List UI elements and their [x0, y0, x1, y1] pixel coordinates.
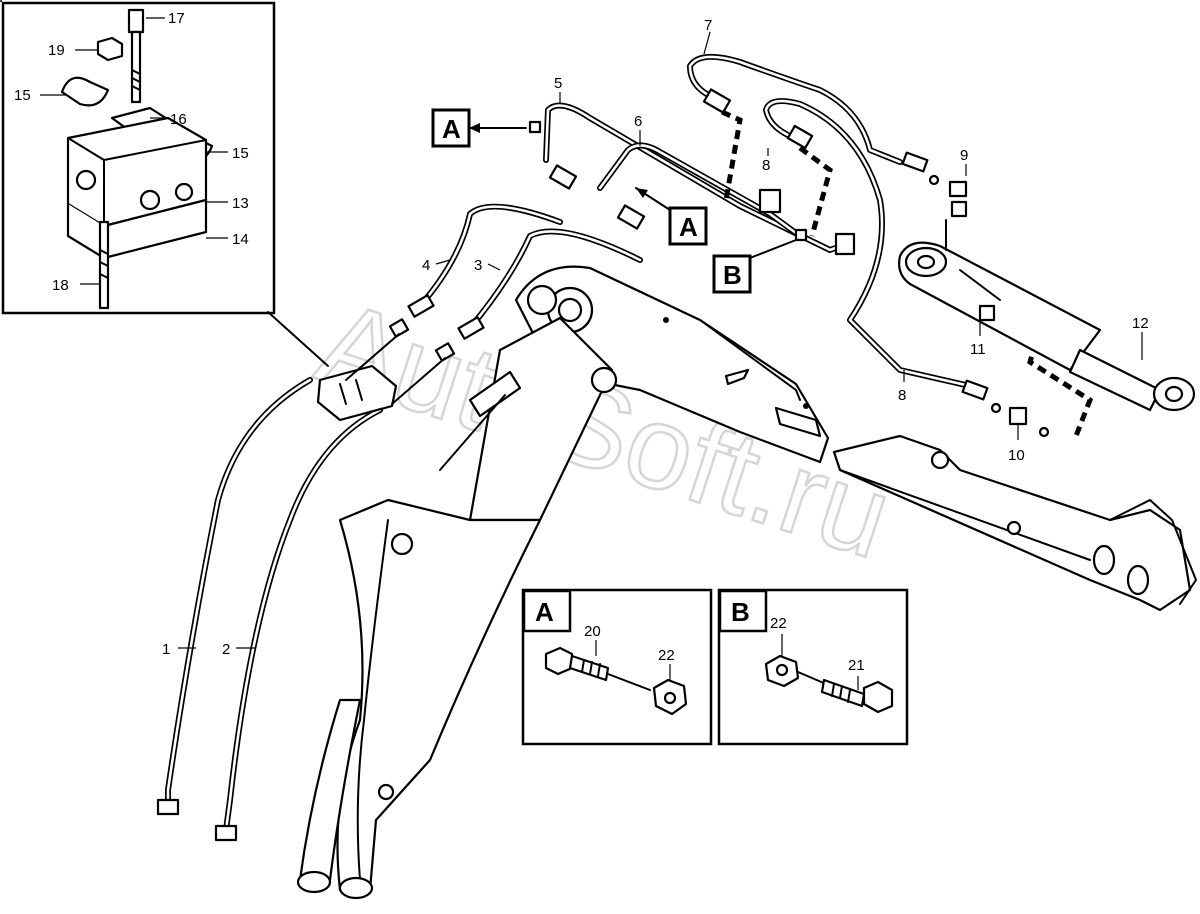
callout-16: 16	[170, 111, 187, 128]
callout-13: 13	[232, 195, 249, 212]
callout-11: 11	[970, 341, 986, 358]
hoses-1-2	[0, 0, 398, 842]
callout-22-a: 22	[658, 647, 675, 664]
callout-4: 4	[422, 257, 430, 274]
bolt-17-head	[127, 8, 145, 34]
callout-9: 9	[960, 147, 968, 164]
hose-clamp-on-boom	[316, 364, 398, 422]
callout-17: 17	[168, 10, 185, 27]
hoses-3-4	[345, 203, 643, 405]
callout-15-left: 15	[14, 87, 31, 104]
callout-5: 5	[554, 75, 562, 92]
cylinder-11-body	[898, 241, 1102, 372]
callout-14: 14	[232, 231, 249, 248]
boom-upper-section	[514, 265, 830, 464]
detail-panel-b: B 22 21	[717, 588, 909, 746]
boom-lower-arm	[336, 498, 542, 892]
bolt-20-icon	[544, 646, 574, 676]
svg-text:B: B	[723, 260, 742, 290]
callout-1: 1	[162, 641, 170, 658]
callout-7: 7	[704, 17, 712, 34]
bolt-17-shank	[130, 30, 142, 104]
clamp-inset: 17 19 15 16 15 13 14 18	[1, 1, 276, 315]
callout-10: 10	[1008, 447, 1025, 464]
main-callouts: 1 2 3 4 5 6 7 8 8 9 10 11 12	[162, 17, 1149, 658]
callout-6: 6	[634, 113, 642, 130]
detail-ref-a-2	[668, 206, 708, 246]
cylinder-12-rod	[1068, 348, 1162, 412]
frame-bar	[832, 434, 1197, 612]
cylinder-assembly	[898, 174, 1196, 438]
callout-18: 18	[52, 277, 69, 294]
svg-text:A: A	[679, 212, 698, 242]
detail-ref-b-1	[712, 254, 752, 294]
panel-b-label: B	[731, 597, 750, 627]
callout-15-right: 15	[232, 145, 249, 162]
fitting-10	[1008, 406, 1028, 426]
callout-12: 12	[1132, 315, 1149, 332]
clamp-15-left	[60, 76, 110, 107]
callout-20: 20	[584, 623, 601, 640]
callout-22-b: 22	[770, 615, 787, 632]
svg-text:A: A	[442, 114, 461, 144]
nut-19-icon	[96, 36, 124, 62]
detail-panel-a: A 20 22	[521, 588, 713, 746]
detail-refs: A A B	[431, 108, 797, 294]
fitting-9	[948, 180, 968, 198]
callout-19: 19	[48, 42, 65, 59]
lift-linkage	[468, 316, 614, 522]
boom-left-leg	[298, 698, 362, 882]
callout-8-upper: 8	[762, 157, 770, 174]
callout-2: 2	[222, 641, 230, 658]
callout-21: 21	[848, 657, 865, 674]
boom-arm	[296, 265, 830, 900]
callout-3: 3	[474, 257, 482, 274]
callout-8-lower: 8	[898, 387, 906, 404]
panel-a-label: A	[535, 597, 554, 627]
